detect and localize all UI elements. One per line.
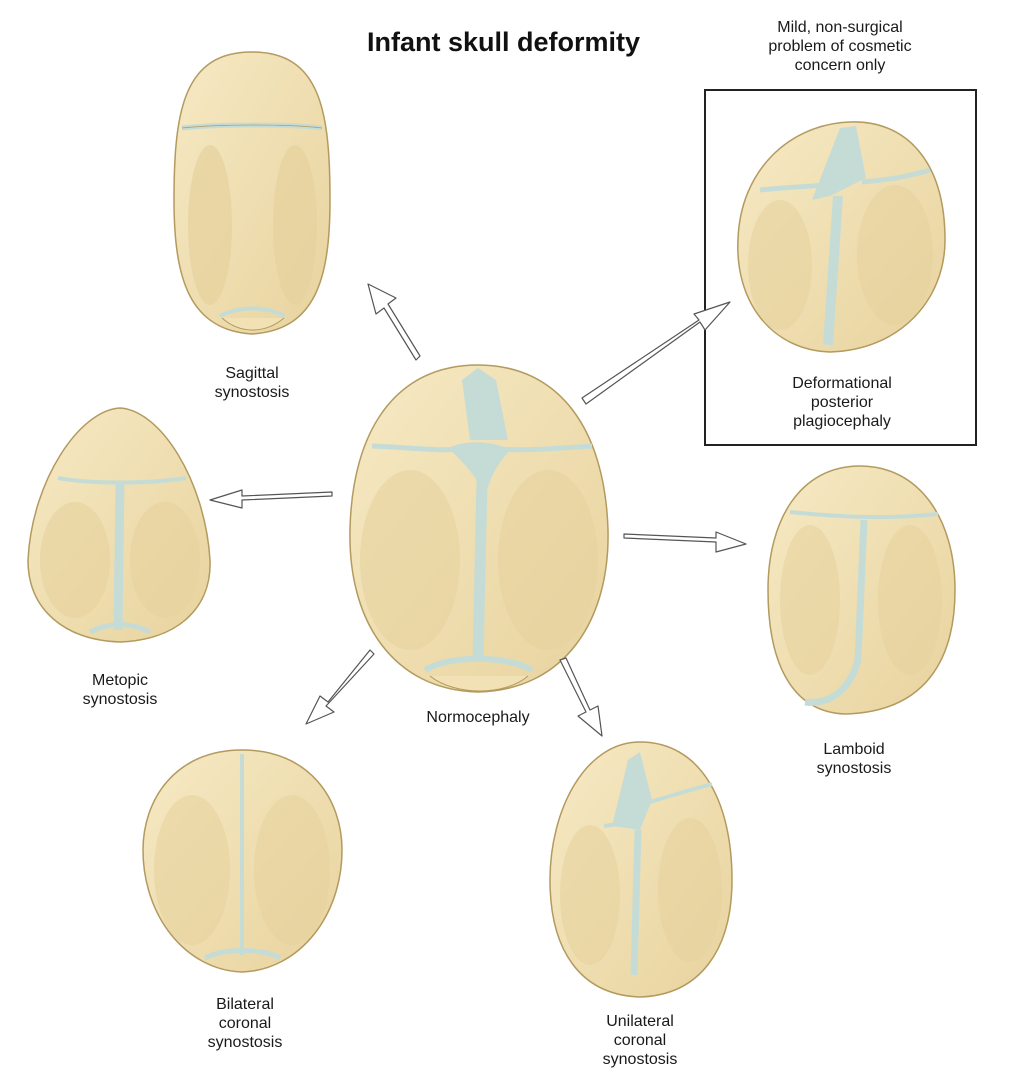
- skull-normocephaly: [349, 364, 609, 693]
- label-lamboid: Lamboid synostosis: [794, 740, 914, 778]
- diagram-title: Infant skull deformity: [367, 27, 641, 57]
- arrow-to-deformational: [581, 301, 731, 405]
- label-sagittal-line-1: Sagittal: [225, 365, 279, 382]
- cosmetic-note: Mild, non-surgical problem of cosmetic c…: [740, 18, 940, 75]
- label-normocephaly-line-1: Normocephaly: [426, 709, 530, 726]
- label-lamboid-line-1: Lamboid: [823, 741, 885, 758]
- label-bilateral-line-2: coronal: [218, 1015, 272, 1032]
- cosmetic-note-line-3: concern only: [794, 57, 886, 74]
- label-bilateral-line-3: synostosis: [207, 1034, 283, 1051]
- skull-lamboid: [767, 465, 956, 715]
- label-unilateral: Unilateral coronal synostosis: [580, 1012, 700, 1069]
- skull-sagittal: [173, 51, 331, 335]
- label-bilateral: Bilateral coronal synostosis: [185, 995, 305, 1052]
- label-sagittal: Sagittal synostosis: [192, 364, 312, 402]
- label-bilateral-line-1: Bilateral: [216, 996, 274, 1013]
- arrow-to-lamboid: [623, 531, 747, 553]
- label-deformational: Deformational posterior plagiocephaly: [772, 374, 912, 431]
- arrow-to-unilateral: [559, 657, 603, 737]
- label-lamboid-line-2: synostosis: [816, 760, 892, 777]
- label-metopic: Metopic synostosis: [60, 671, 180, 709]
- skull-metopic: [27, 407, 211, 643]
- label-deformational-line-2: posterior: [810, 394, 874, 411]
- cosmetic-note-line-1: Mild, non-surgical: [777, 19, 903, 36]
- cosmetic-note-line-2: problem of cosmetic: [768, 38, 912, 55]
- label-deformational-line-3: plagiocephaly: [793, 413, 891, 430]
- label-sagittal-line-2: synostosis: [214, 384, 290, 401]
- label-unilateral-line-3: synostosis: [602, 1051, 678, 1068]
- skull-deformational: [737, 121, 946, 353]
- label-unilateral-line-1: Unilateral: [606, 1013, 674, 1030]
- arrow-to-bilateral: [305, 649, 375, 725]
- skull-unilateral-coronal: [549, 741, 733, 998]
- label-metopic-line-1: Metopic: [91, 672, 149, 689]
- arrows: [209, 283, 747, 737]
- arrow-to-metopic: [209, 489, 333, 509]
- arrow-to-sagittal: [367, 283, 421, 361]
- label-deformational-line-1: Deformational: [792, 375, 892, 392]
- label-unilateral-line-2: coronal: [613, 1032, 667, 1049]
- skull-bilateral-coronal: [142, 749, 343, 973]
- label-normocephaly: Normocephaly: [408, 708, 548, 727]
- label-metopic-line-2: synostosis: [82, 691, 158, 708]
- deformational-inset-box: [704, 89, 977, 446]
